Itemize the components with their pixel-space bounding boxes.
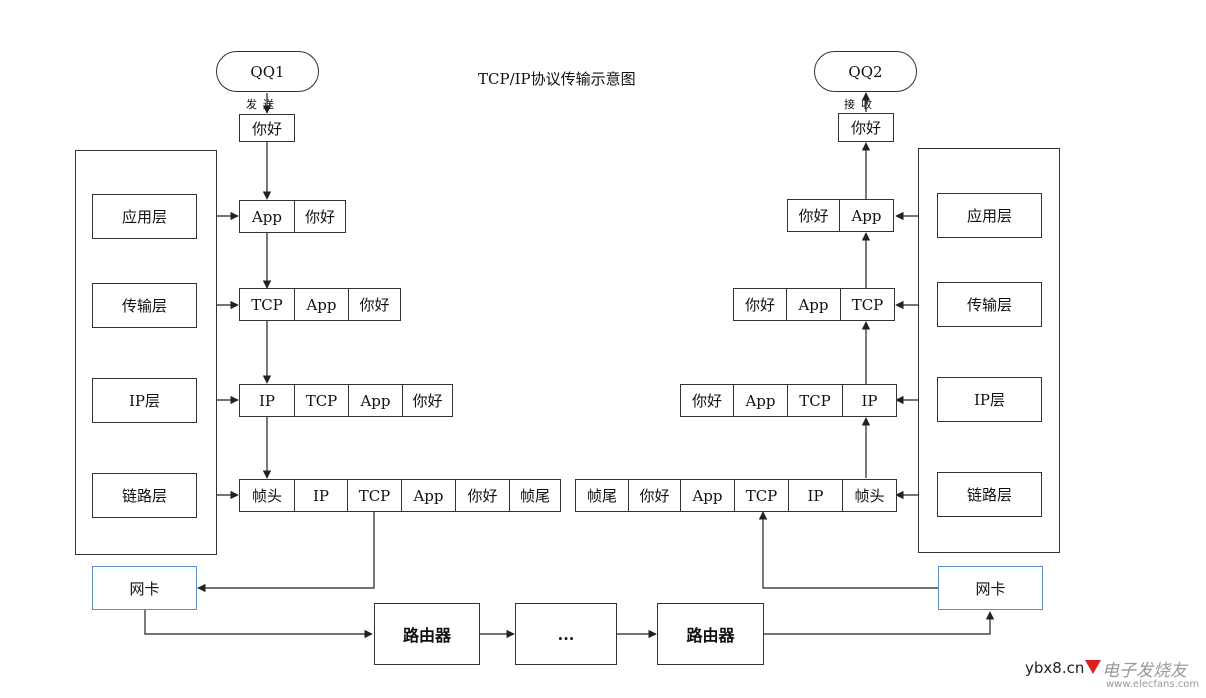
receiver-packet-ip: 你好 App TCP IP xyxy=(680,384,897,417)
sender-layer-ip: IP层 xyxy=(92,378,197,423)
sender-nic: 网卡 xyxy=(92,566,197,610)
packet-field: App xyxy=(401,479,456,512)
packet-field: IP xyxy=(239,384,295,417)
sender-packet-application: App 你好 xyxy=(239,200,346,233)
packet-field: 你好 xyxy=(294,200,346,233)
sender-terminal: QQ1 xyxy=(216,51,319,92)
packet-field: 帧头 xyxy=(842,479,897,512)
packet-field: 你好 xyxy=(733,288,787,321)
packet-field: IP xyxy=(842,384,897,417)
sender-message: 你好 xyxy=(239,114,295,142)
sender-packet-transport: TCP App 你好 xyxy=(239,288,401,321)
arrow-nic-to-frame xyxy=(758,511,938,589)
sender-layer-transport: 传输层 xyxy=(92,283,197,328)
packet-field: App xyxy=(680,479,735,512)
send-label: 发送 xyxy=(246,98,280,111)
packet-field: 你好 xyxy=(402,384,453,417)
packet-field: TCP xyxy=(347,479,402,512)
receiver-terminal: QQ2 xyxy=(814,51,917,92)
sender-packet-ip: IP TCP App 你好 xyxy=(239,384,453,417)
packet-field: TCP xyxy=(787,384,843,417)
receiver-packet-transport: 你好 App TCP xyxy=(733,288,895,321)
packet-field: 你好 xyxy=(787,199,840,232)
watermark-site: ybx8.cn xyxy=(1025,659,1085,677)
packet-field: 帧尾 xyxy=(575,479,629,512)
packet-field: 你好 xyxy=(628,479,681,512)
packet-field: 帧尾 xyxy=(509,479,561,512)
receiver-packet-frame: 帧尾 你好 App TCP IP 帧头 xyxy=(575,479,897,512)
arrow-frame-to-nic xyxy=(197,511,375,593)
packet-field: App xyxy=(239,200,295,233)
watermark-brand: 电子发烧友 xyxy=(1102,661,1187,681)
packet-field: App xyxy=(786,288,841,321)
sender-packet-frame: 帧头 IP TCP App 你好 帧尾 xyxy=(239,479,561,512)
receiver-nic: 网卡 xyxy=(938,566,1043,610)
router-1: 路由器 xyxy=(374,603,480,665)
receiver-layer-ip: IP层 xyxy=(937,377,1042,422)
packet-field: 帧头 xyxy=(239,479,295,512)
packet-field: 你好 xyxy=(455,479,510,512)
packet-field: TCP xyxy=(840,288,895,321)
diagram-title: TCP/IP协议传输示意图 xyxy=(478,70,636,88)
packet-field: App xyxy=(294,288,349,321)
arrow-nic-to-router xyxy=(144,610,373,639)
receive-label: 接收 xyxy=(844,98,878,111)
packet-field: 你好 xyxy=(348,288,401,321)
packet-field: App xyxy=(733,384,788,417)
sender-layer-application: 应用层 xyxy=(92,194,197,239)
receiver-layer-transport: 传输层 xyxy=(937,282,1042,327)
router-2: 路由器 xyxy=(657,603,764,665)
packet-field: App xyxy=(839,199,894,232)
receiver-layer-application: 应用层 xyxy=(937,193,1042,238)
arrow-router-to-nic xyxy=(764,611,995,635)
watermark-logo-icon xyxy=(1085,660,1101,674)
packet-field: IP xyxy=(788,479,843,512)
watermark-url: www.elecfans.com xyxy=(1106,679,1200,690)
packet-field: App xyxy=(348,384,403,417)
packet-field: 你好 xyxy=(680,384,734,417)
sender-layer-link: 链路层 xyxy=(92,473,197,518)
receiver-packet-application: 你好 App xyxy=(787,199,894,232)
packet-field: IP xyxy=(294,479,348,512)
packet-field: TCP xyxy=(239,288,295,321)
router-ellipsis: ... xyxy=(515,603,617,665)
receiver-layer-link: 链路层 xyxy=(937,472,1042,517)
packet-field: TCP xyxy=(294,384,349,417)
packet-field: TCP xyxy=(734,479,789,512)
receiver-message: 你好 xyxy=(838,113,894,142)
